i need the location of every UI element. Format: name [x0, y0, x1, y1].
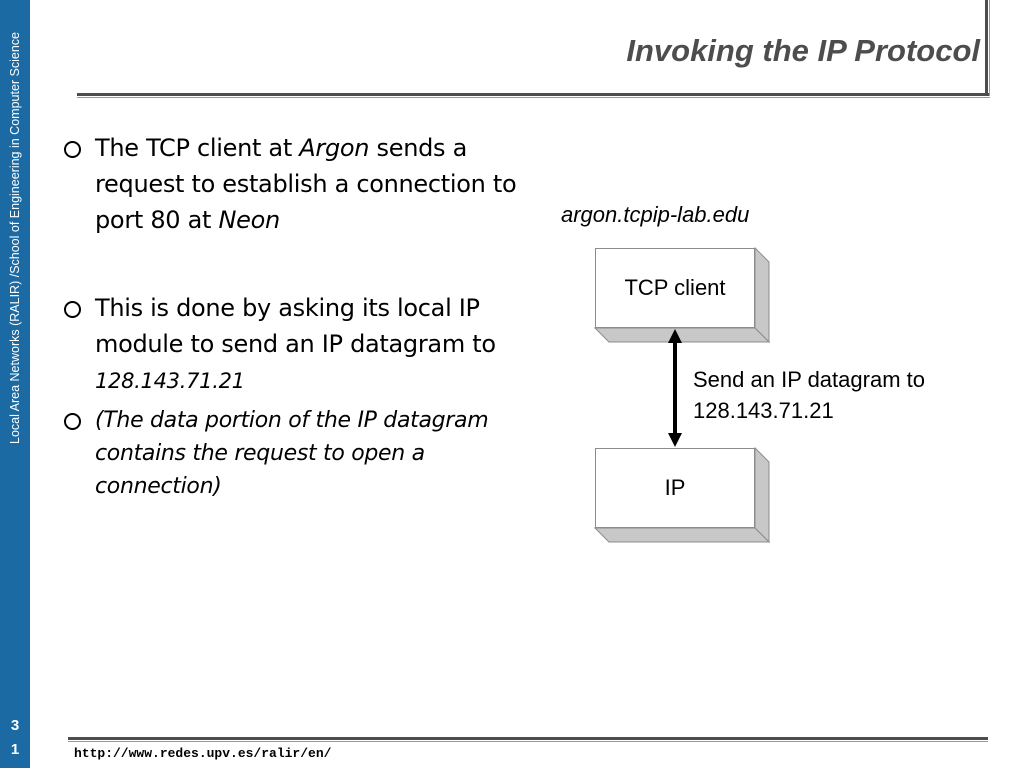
bullet-1-part-3: sends a request to establish a connectio…: [95, 134, 517, 234]
bullet-1-emphasis-neon: Neon: [218, 206, 280, 234]
host-name-label: argon.tcpip-lab.edu: [561, 202, 750, 227]
ip-box: IP: [595, 448, 755, 528]
tcp-box-bottom-face: [593, 327, 771, 343]
bullet-2-ip-address: 128.143.71.21: [95, 369, 245, 393]
title-frame-bottom-border: [77, 93, 989, 96]
arrow-label: Send an IP datagram to 128.143.71.21: [693, 364, 925, 426]
arrow-label-line-2: 128.143.71.21: [693, 398, 834, 423]
footer-rule: [68, 737, 988, 740]
tcp-box-side-face: [754, 246, 770, 344]
page-number-digit-2: 1: [10, 741, 20, 758]
ip-box-bottom-face: [593, 527, 771, 543]
ip-box-label: IP: [664, 475, 686, 500]
tcp-client-box-label: TCP client: [624, 275, 726, 300]
bullet-text-2: This is done by asking its local IP modu…: [95, 290, 543, 399]
bullet-marker: [64, 413, 81, 430]
bullet-2-part-1: This is done by asking its local IP modu…: [95, 294, 496, 358]
bullet-1-emphasis-argon: Argon: [299, 134, 370, 162]
bullet-marker: [64, 141, 81, 158]
bullet-text-3: (The data portion of the IP datagram con…: [95, 408, 489, 499]
footer-url: http://www.redes.upv.es/ralir/en/: [74, 746, 332, 761]
tcp-client-box: TCP client: [595, 248, 755, 328]
title-frame-right-shadow: [989, 0, 990, 96]
arrow-head-down: [668, 433, 682, 447]
slide-title: Invoking the IP Protocol: [626, 33, 980, 68]
bullet-1-part-1: The TCP client at: [95, 134, 300, 162]
footer-rule-shadow: [68, 741, 988, 742]
title-frame-right-border: [985, 0, 988, 96]
bullet-text-1: The TCP client at Argon sends a request …: [95, 130, 543, 238]
title-frame-bottom-shadow: [77, 97, 990, 98]
page-number-digit-1: 3: [10, 717, 20, 734]
arrow-label-line-1: Send an IP datagram to: [693, 367, 925, 392]
arrow-head-up: [668, 329, 682, 343]
sidebar-band: [0, 0, 30, 768]
ip-box-side-face: [754, 446, 770, 544]
bullet-marker: [64, 301, 81, 318]
